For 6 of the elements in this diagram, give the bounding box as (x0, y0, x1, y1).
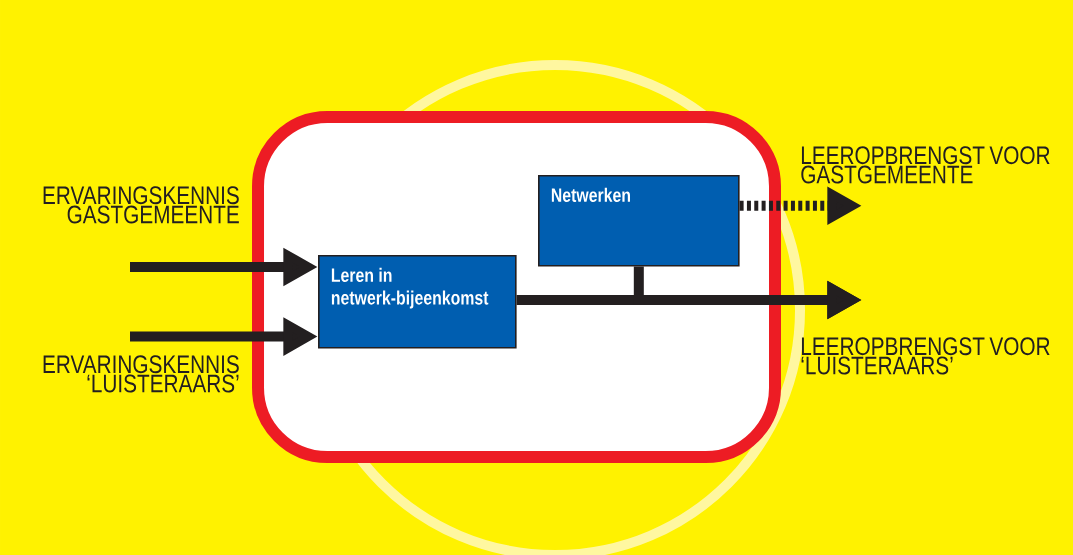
process-box: Leren in netwerk-bijeenkomst (318, 255, 517, 349)
text-label: ERVARINGSKENNIS ‘LUISTERAARS’ (43, 355, 239, 393)
text-label: LEEROPBRENGST VOOR ‘LUISTERAARS’ (801, 337, 1050, 375)
text-label: LEEROPBRENGST VOOR GASTGEMEENTE (801, 146, 1050, 184)
text-label: ERVARINGSKENNIS GASTGEMEENTE (43, 186, 239, 224)
process-box: Netwerken (538, 175, 740, 267)
